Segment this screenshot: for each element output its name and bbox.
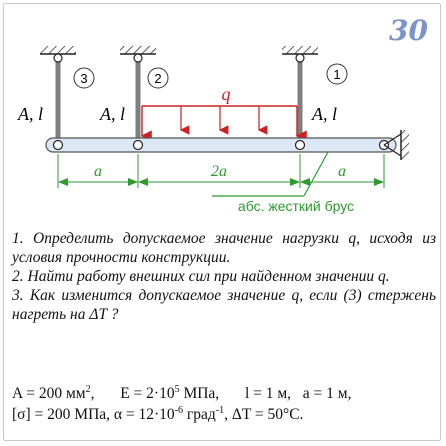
ceiling-support-2: [120, 46, 156, 55]
load-label: q: [222, 84, 231, 104]
given-line-1: A = 200 мм2, E = 2·105 МПа, l = 1 м, a =…: [12, 383, 440, 404]
problem-number: 30: [389, 14, 428, 47]
rod-number-3: 3: [73, 67, 95, 89]
given-data: A = 200 мм2, E = 2·105 МПа, l = 1 м, a =…: [12, 383, 440, 425]
rod-1-params: A, l: [311, 104, 337, 124]
rod-number-1: 1: [326, 63, 348, 85]
rod-2-params: A, l: [99, 104, 125, 124]
svg-text:2: 2: [154, 71, 161, 86]
task-list: 1. Определить допускаемое значение нагру…: [12, 229, 436, 324]
task-2: 2. Найти работу внешних сил при найденно…: [12, 268, 390, 285]
task-3: 3. Как изменится допускаемое значение q,…: [12, 287, 436, 323]
given-line-2: [σ] = 200 МПа, α = 12·10-6 град-1, ΔT = …: [12, 404, 440, 425]
given-alpha: α = 12·10-6 град-1,: [113, 404, 228, 423]
ceiling-support-1: [282, 46, 318, 55]
svg-text:3: 3: [80, 71, 87, 86]
svg-text:1: 1: [333, 67, 340, 82]
ceiling-support-3: [40, 46, 76, 55]
task-1: 1. Определить допускаемое значение нагру…: [12, 230, 436, 266]
dimension-lines: a 2a a: [57, 154, 385, 188]
dim-label-a-right: a: [338, 163, 346, 180]
given-area: A = 200 мм2,: [12, 383, 95, 402]
pin-support: [383, 130, 409, 160]
given-a: a = 1 м,: [302, 385, 352, 402]
rod-number-2: 2: [147, 67, 169, 89]
given-allowable-stress: [σ] = 200 МПа,: [12, 406, 111, 423]
given-delta-t: ΔT = 50°C.: [231, 406, 304, 423]
rigid-beam: [45, 137, 397, 153]
distributed-load: q: [140, 84, 307, 142]
dim-label-a-left: a: [94, 163, 102, 180]
beam-label: абс. жесткий брус: [238, 198, 354, 214]
dim-label-2a: 2a: [211, 163, 227, 180]
given-length: l = 1 м,: [244, 385, 292, 402]
beam-callout: абс. жесткий брус: [212, 151, 354, 214]
rod-3-params: A, l: [17, 104, 43, 124]
given-modulus: E = 2·105 МПа,: [120, 383, 220, 402]
structure-diagram: 3 2 1 A, l A, l A, l q: [17, 46, 409, 214]
